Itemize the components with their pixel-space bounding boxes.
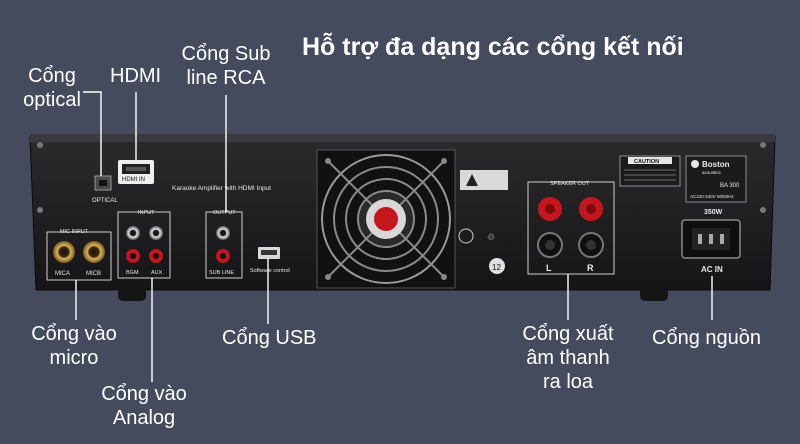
age-mark-text: 12 bbox=[492, 263, 501, 272]
speaker-out-text: SPEAKER OUT bbox=[550, 181, 590, 187]
brand-text: Boston bbox=[702, 160, 730, 169]
svg-text:♲: ♲ bbox=[487, 232, 495, 242]
ac-power-socket: 350W AC IN bbox=[681, 209, 741, 274]
output-text: OUTPUT bbox=[213, 210, 236, 216]
leader-line-optical bbox=[83, 91, 102, 176]
speaker-right-text: R bbox=[587, 263, 594, 273]
mic-input-panel: MIC INPUT MICA MICB bbox=[46, 229, 112, 281]
speaker-left-text: L bbox=[546, 263, 552, 273]
label-optical-line2: optical bbox=[23, 89, 81, 111]
label-speaker-out: Cổng xuất âm thanh ra loa bbox=[510, 322, 626, 394]
model-text: BA 300 bbox=[720, 183, 740, 189]
label-speaker-out-line3: ra loa bbox=[542, 371, 594, 393]
sub-line-text: SUB LINE bbox=[209, 270, 234, 276]
input-text: INPUT bbox=[138, 210, 155, 216]
mica-text: MICA bbox=[55, 271, 70, 277]
label-mic-in-line1: Cổng vào bbox=[31, 323, 117, 345]
brand-sub-text: acoustics bbox=[702, 170, 722, 175]
label-analog-in-line1: Cổng vào bbox=[101, 383, 187, 405]
caution-label: CAUTION bbox=[619, 155, 681, 187]
sub-line-output-panel: OUTPUT SUB LINE bbox=[205, 210, 243, 279]
label-analog-in-line2: Analog bbox=[112, 407, 176, 429]
label-sub-rca-line2: line RCA bbox=[186, 67, 266, 89]
watt-text: 350W bbox=[704, 209, 723, 216]
karaoke-text: Karaoke Amplifier with HDMI Input bbox=[172, 185, 271, 192]
usb-port: Software control bbox=[250, 247, 290, 274]
mic-jack bbox=[53, 241, 75, 263]
mic-jack bbox=[83, 241, 105, 263]
label-usb: Cổng USB bbox=[222, 327, 317, 349]
analog-input-panel: INPUT BGM AUX bbox=[117, 210, 171, 279]
label-sub-rca-line1: Cổng Sub bbox=[181, 43, 271, 65]
mic-input-text: MIC INPUT bbox=[60, 229, 89, 235]
label-optical: Cổng optical bbox=[12, 64, 92, 112]
software-control-text: Software control bbox=[250, 268, 290, 274]
label-speaker-out-line1: Cổng xuất bbox=[522, 323, 614, 345]
label-power: Cổng nguồn bbox=[652, 327, 761, 349]
rca-jack bbox=[149, 226, 163, 240]
micb-text: MICB bbox=[86, 271, 101, 277]
ac-in-text: AC IN bbox=[701, 265, 723, 274]
optical-port: OPTICAL bbox=[92, 175, 118, 204]
voltage-text: AC220-240V 50/60Hz bbox=[690, 194, 735, 199]
leader-lines bbox=[75, 91, 713, 382]
rca-jack bbox=[126, 226, 140, 240]
warning-sticker: ♲ 12 bbox=[458, 170, 508, 274]
headline: Hỗ trợ đa dạng các cổng kết nối bbox=[302, 33, 684, 61]
hdmi-in-text: HDMI IN bbox=[122, 177, 145, 183]
brand-label: Boston acoustics BA 300 AC220-240V 50/60… bbox=[685, 155, 747, 203]
caution-text: CAUTION bbox=[634, 159, 659, 165]
label-mic-in: Cổng vào micro bbox=[24, 322, 124, 370]
label-mic-in-line2: micro bbox=[49, 347, 99, 369]
foot bbox=[640, 287, 668, 301]
cooling-fan bbox=[316, 149, 456, 289]
foot bbox=[118, 287, 146, 301]
label-hdmi: HDMI bbox=[110, 65, 162, 87]
speaker-output-panel: SPEAKER OUT L R bbox=[527, 181, 615, 275]
rca-jack bbox=[216, 226, 230, 240]
label-speaker-out-line2: âm thanh bbox=[526, 347, 610, 369]
bgm-text: BGM bbox=[126, 270, 139, 276]
label-optical-line1: Cổng bbox=[28, 65, 76, 87]
label-analog-in: Cổng vào Analog bbox=[94, 382, 194, 430]
aux-text: AUX bbox=[151, 270, 163, 276]
label-sub-rca: Cổng Sub line RCA bbox=[174, 42, 278, 90]
hdmi-port: HDMI IN bbox=[118, 160, 154, 184]
optical-text: OPTICAL bbox=[92, 198, 118, 204]
